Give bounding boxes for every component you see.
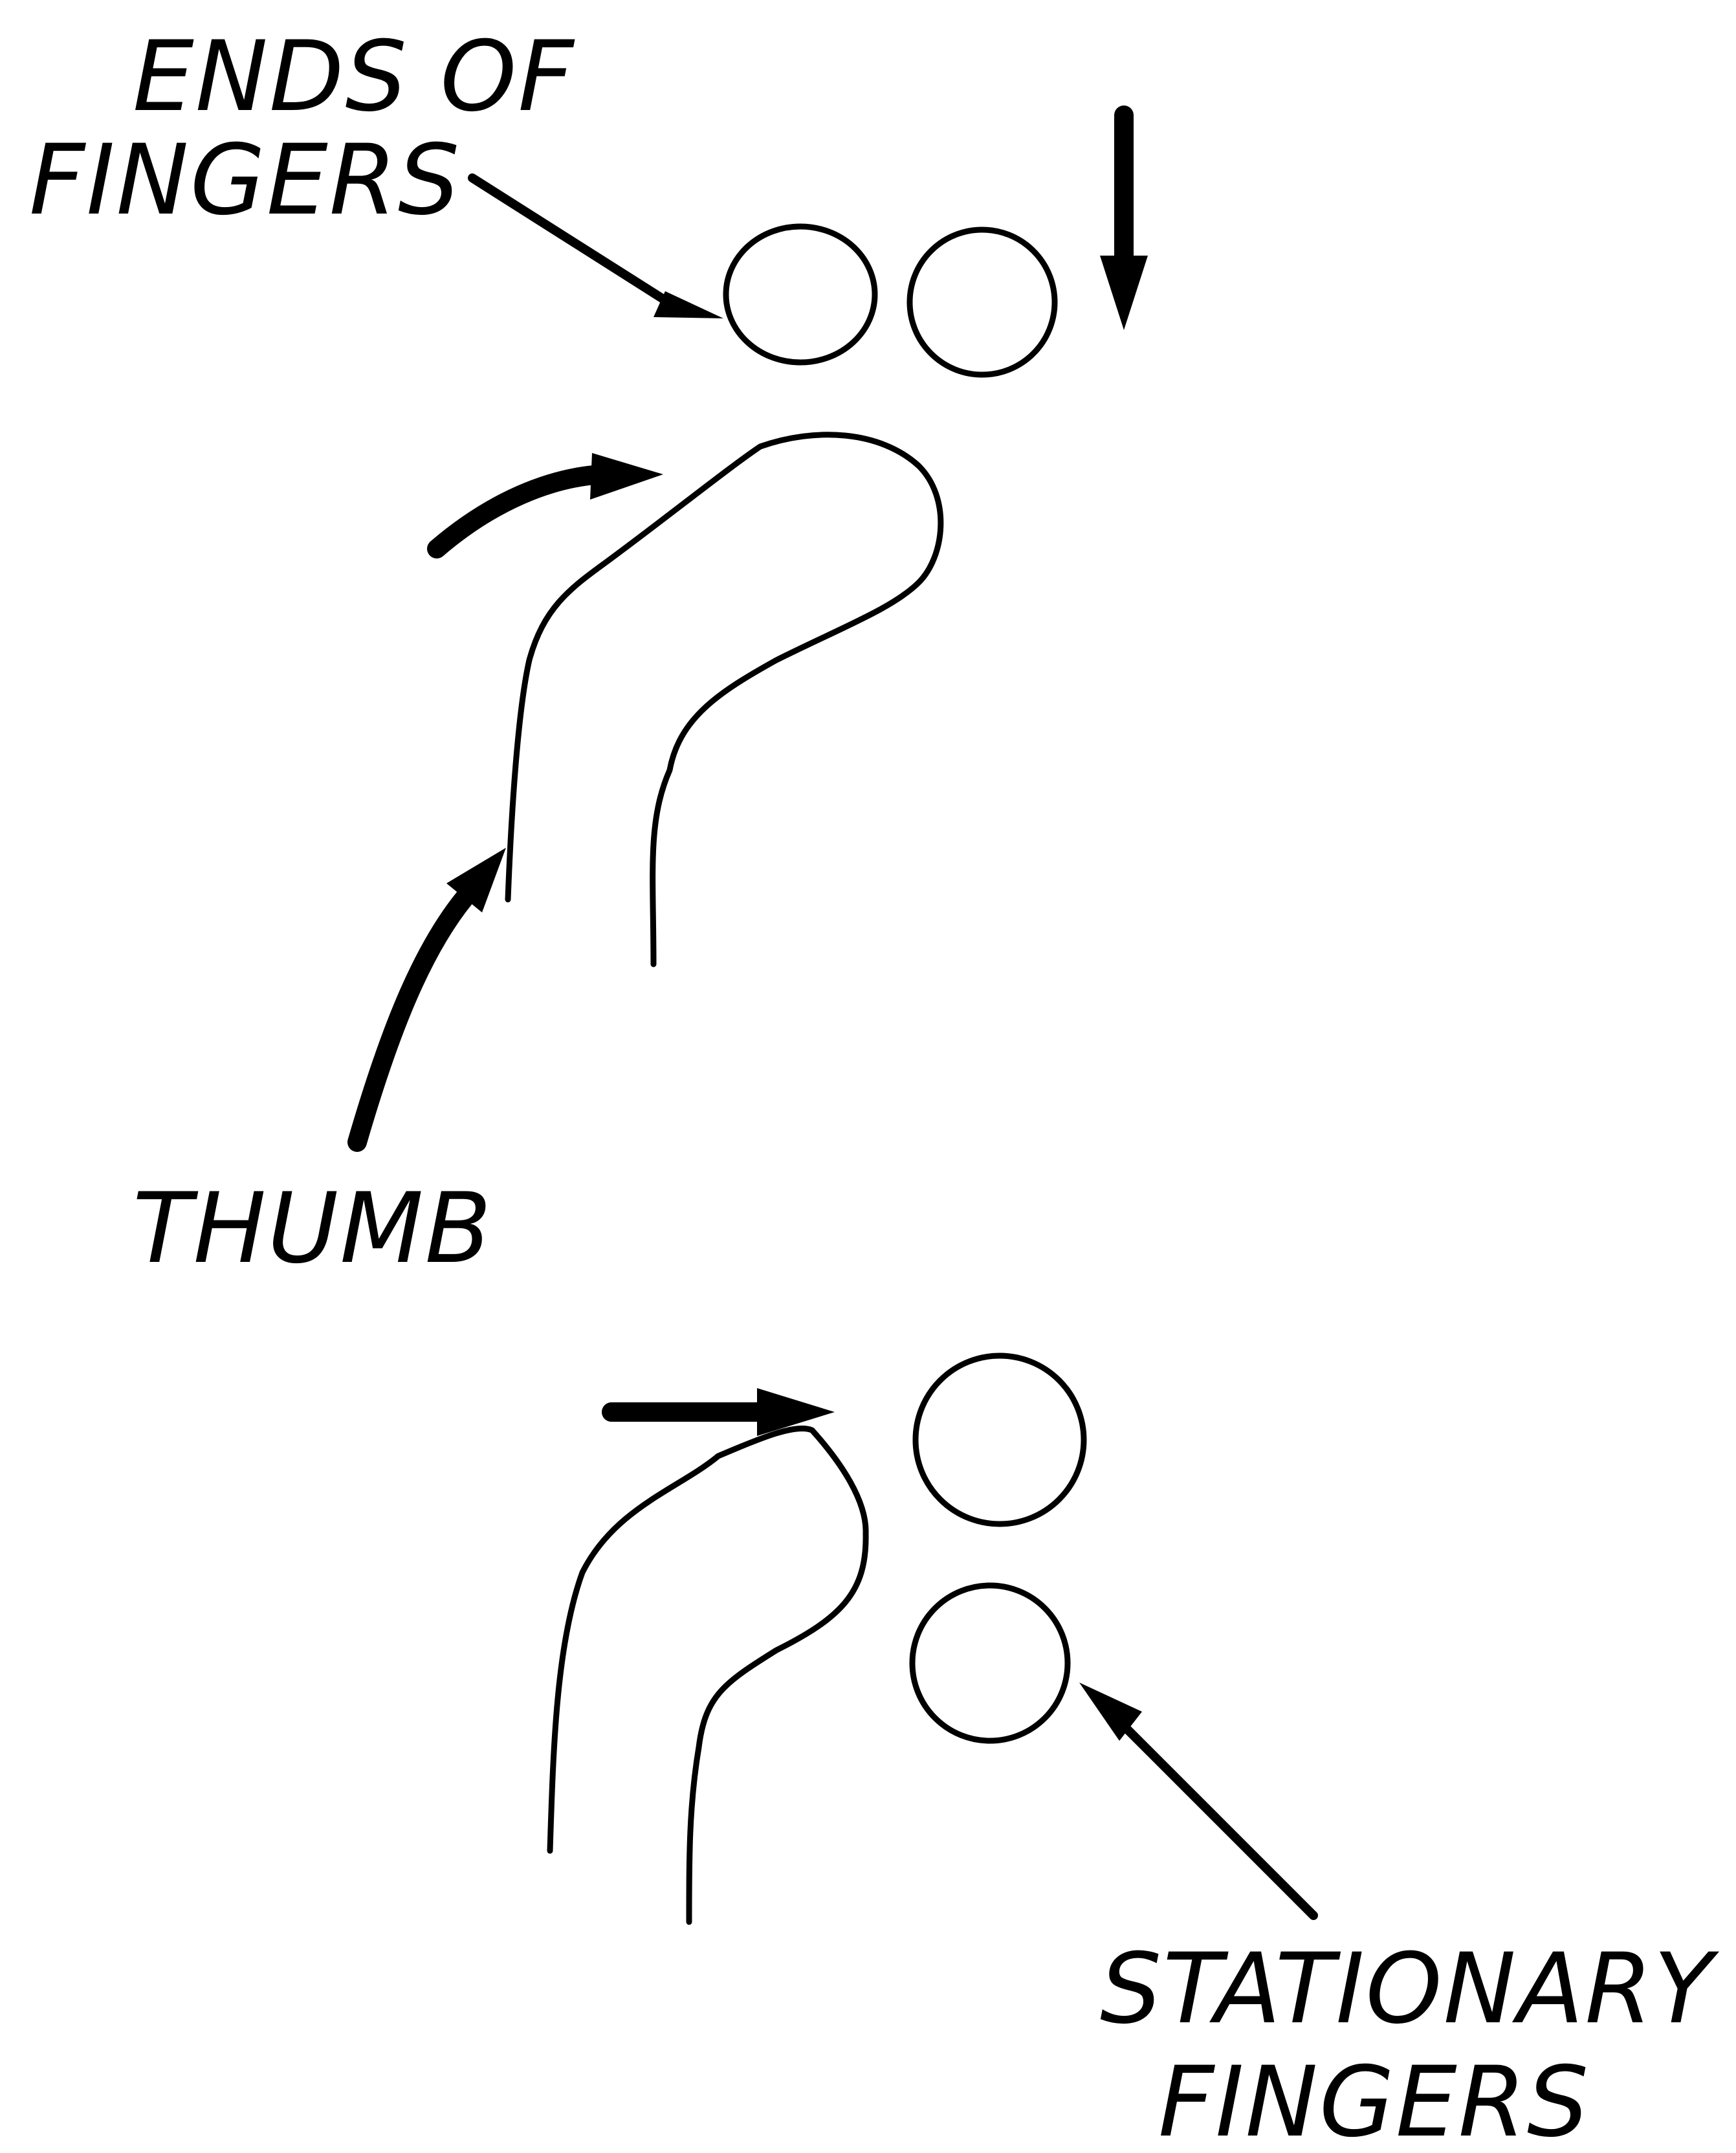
- ends-of-fingers-pointer-head: [654, 291, 723, 318]
- thumb-flex-arrow-head: [590, 453, 663, 500]
- bottom-panel: STATIONARY FINGERS: [550, 1356, 1720, 2153]
- stationary-finger-circle-upper: [916, 1356, 1084, 1524]
- top-panel: ENDS OF FINGERS THUMB: [29, 21, 1148, 1285]
- ends-of-fingers-label-line2: FINGERS: [29, 124, 461, 237]
- stationary-fingers-label-line1: STATIONARY: [1100, 1933, 1720, 2046]
- fingertip-circle-left: [726, 226, 875, 362]
- thumb-label: THUMB: [133, 1173, 493, 1285]
- stationary-fingers-pointer-line: [1123, 1725, 1313, 1916]
- thumb-flex-arrow-line: [437, 474, 602, 549]
- thumb-outline-top: [508, 435, 941, 964]
- stationary-fingers-label-line2: FINGERS: [1158, 2046, 1590, 2153]
- downward-press-arrow-head: [1100, 256, 1148, 330]
- thumb-pointer-line: [357, 896, 466, 1142]
- fingertip-circle-right: [910, 230, 1055, 375]
- stationary-finger-circle-lower: [912, 1585, 1068, 1741]
- ends-of-fingers-label-line1: ENDS OF: [133, 21, 575, 133]
- ends-of-fingers-pointer-line: [472, 178, 679, 309]
- thumb-outline-bottom: [550, 1428, 866, 1922]
